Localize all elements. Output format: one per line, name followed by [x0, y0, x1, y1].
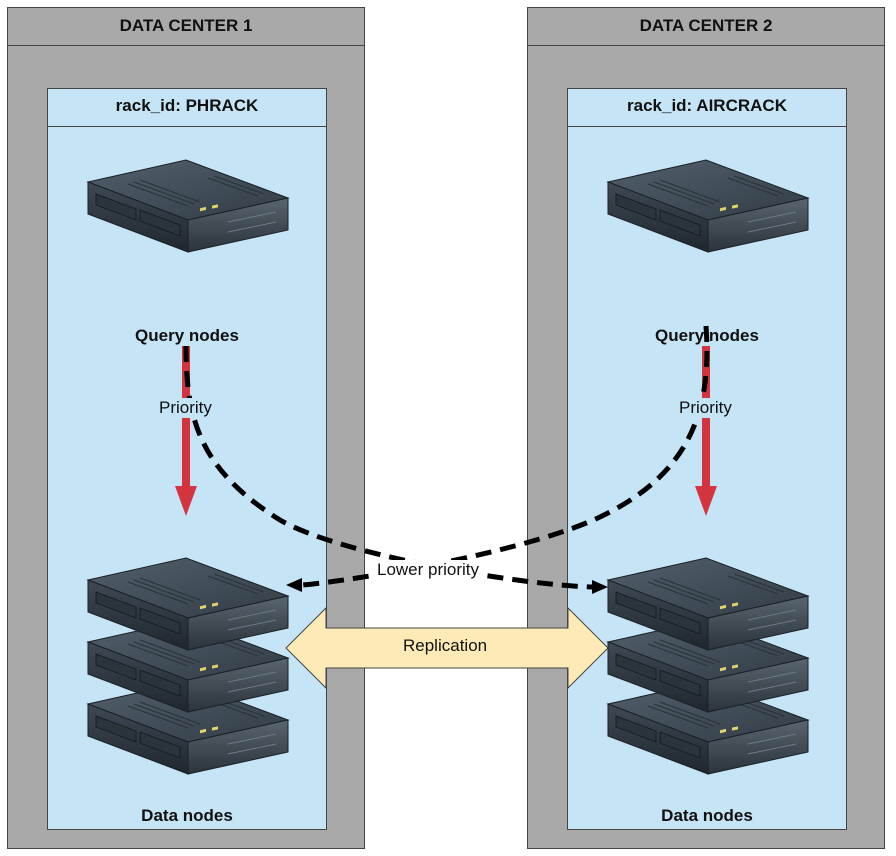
lower-priority-link-1	[183, 345, 608, 594]
priority-label-2: Priority	[678, 398, 733, 418]
query-nodes-label-1: Query nodes	[135, 326, 239, 345]
query-server-1-icon	[87, 159, 289, 253]
data-nodes-label-1: Data nodes	[141, 806, 233, 825]
data-nodes-label-2: Data nodes	[661, 806, 753, 825]
priority-label-1: Priority	[158, 398, 213, 418]
lower-priority-label: Lower priority	[376, 560, 481, 580]
data-servers-1-icon	[87, 557, 289, 775]
rack-2-title: rack_id: AIRCRACK	[568, 89, 846, 127]
query-nodes-label-2: Query nodes	[655, 326, 759, 345]
rack-1-title: rack_id: PHRACK	[48, 89, 326, 127]
datacenter-1-title: DATA CENTER 1	[8, 8, 364, 46]
data-servers-2-icon	[607, 557, 809, 775]
lower-priority-link-2	[286, 325, 710, 592]
replication-arrow	[285, 606, 609, 690]
replication-label: Replication	[403, 636, 488, 655]
priority-arrow-2	[695, 346, 717, 516]
query-server-2-icon	[607, 159, 809, 253]
datacenter-2-title: DATA CENTER 2	[528, 8, 884, 46]
